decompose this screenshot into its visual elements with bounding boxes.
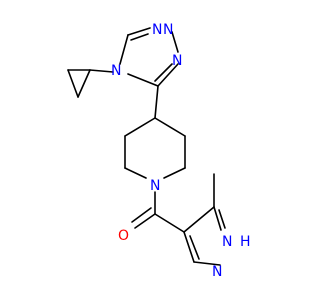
triazole-n-cyclopropyl-label: N xyxy=(111,63,121,79)
carbonyl-o-label: O xyxy=(118,228,129,244)
bond-lines xyxy=(67,27,226,266)
triazole-n-top-right-label: N xyxy=(163,22,173,38)
triazole-n-top-left-label: N xyxy=(152,22,162,38)
triazole-n-right-label: N xyxy=(172,53,182,69)
pyrazole-n-label: N xyxy=(212,264,222,280)
piperidine-n-label: N xyxy=(150,178,160,194)
pyrazole-nh-label: N xyxy=(222,234,232,250)
atom-labels: N N N N N O N H N xyxy=(111,22,251,280)
pyrazole-nh-h-label: H xyxy=(240,234,251,250)
molecule-structure-diagram: N N N N N O N H N xyxy=(67,22,251,280)
